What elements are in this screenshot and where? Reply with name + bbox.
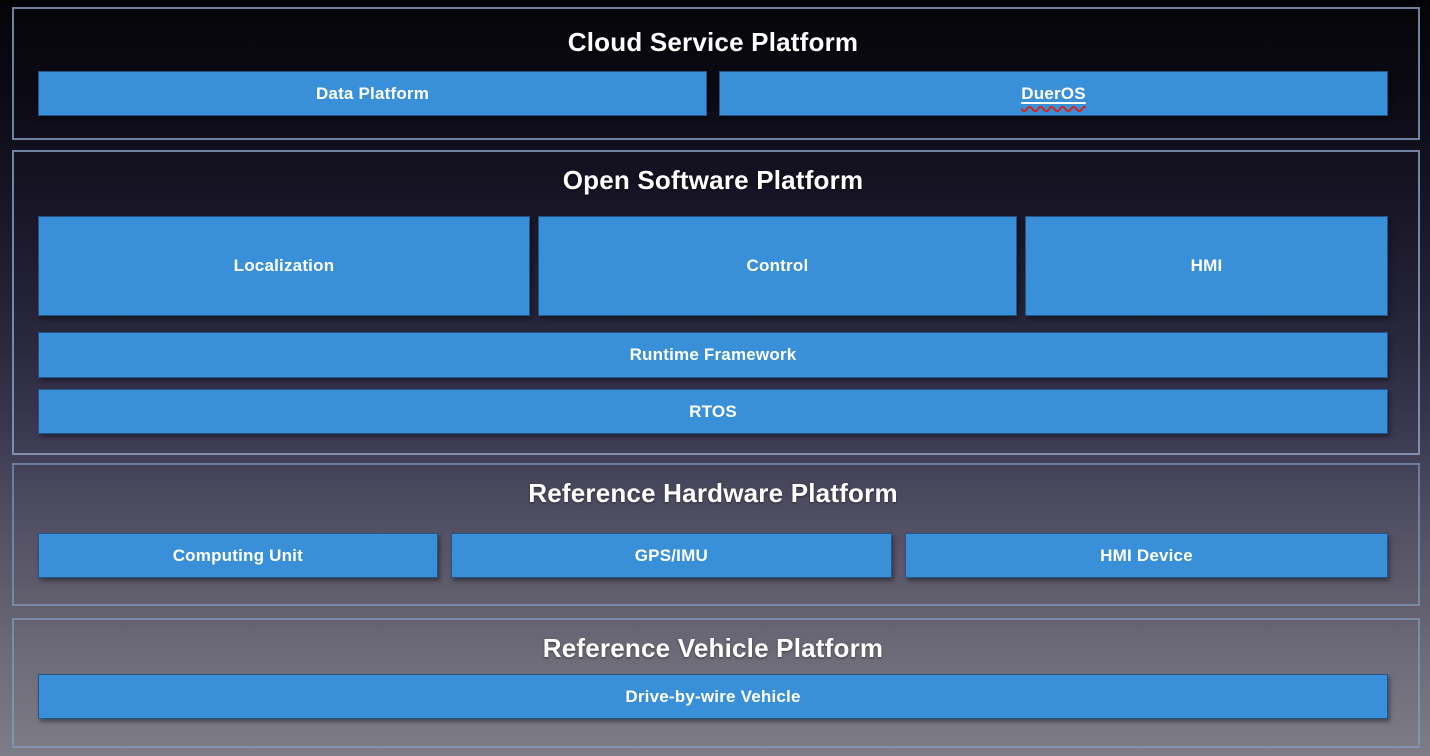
box-gps-imu: GPS/IMU bbox=[450, 533, 893, 578]
section-title-reference-hardware: Reference Hardware Platform bbox=[528, 478, 898, 508]
box-control: Control bbox=[537, 216, 1017, 316]
box-localization: Localization bbox=[38, 216, 530, 316]
vehicle-row: Drive-by-wire Vehicle bbox=[38, 674, 1388, 719]
hardware-row: Computing Unit GPS/IMU HMI Device bbox=[38, 533, 1388, 578]
box-rtos-label: RTOS bbox=[689, 401, 737, 421]
box-dueros-label: DuerOS bbox=[1021, 83, 1086, 103]
section-title-open-software: Open Software Platform bbox=[562, 165, 864, 195]
box-computing-unit: Computing Unit bbox=[38, 533, 438, 578]
box-drive-by-wire-vehicle: Drive-by-wire Vehicle bbox=[38, 674, 1388, 719]
cloud-services-row: Data Platform DuerOS bbox=[38, 71, 1388, 116]
box-hmi: HMI bbox=[1024, 216, 1388, 316]
box-computing-unit-label: Computing Unit bbox=[172, 545, 303, 565]
box-drive-by-wire-vehicle-label: Drive-by-wire Vehicle bbox=[625, 686, 801, 706]
box-gps-imu-label: GPS/IMU bbox=[634, 545, 708, 565]
box-data-platform-label: Data Platform bbox=[315, 83, 430, 103]
open-software-platform-section: Open Software Platform Localization Cont… bbox=[12, 150, 1420, 455]
box-dueros-underline: DuerOS bbox=[1021, 84, 1086, 104]
box-data-platform: Data Platform bbox=[38, 71, 707, 116]
box-runtime-framework-label: Runtime Framework bbox=[629, 345, 797, 364]
box-control-label: Control bbox=[746, 256, 809, 275]
box-localization-label: Localization bbox=[233, 256, 335, 275]
box-hmi-device: HMI Device bbox=[905, 533, 1388, 578]
box-rtos: RTOS bbox=[38, 389, 1388, 434]
software-modules-row: Localization Control HMI bbox=[38, 216, 1388, 316]
box-hmi-label: HMI bbox=[1190, 256, 1223, 275]
cloud-service-platform-section: Cloud Service Platform Data Platform Due… bbox=[12, 7, 1420, 140]
section-title-reference-vehicle: Reference Vehicle Platform bbox=[542, 633, 884, 663]
box-dueros: DuerOS bbox=[719, 71, 1388, 116]
section-title-cloud-service: Cloud Service Platform bbox=[567, 27, 859, 57]
box-runtime-framework: Runtime Framework bbox=[38, 332, 1388, 378]
reference-hardware-platform-section: Reference Hardware Platform Computing Un… bbox=[12, 463, 1420, 606]
box-hmi-device-label: HMI Device bbox=[1100, 545, 1193, 565]
reference-vehicle-platform-section: Reference Vehicle Platform Drive-by-wire… bbox=[12, 618, 1420, 748]
